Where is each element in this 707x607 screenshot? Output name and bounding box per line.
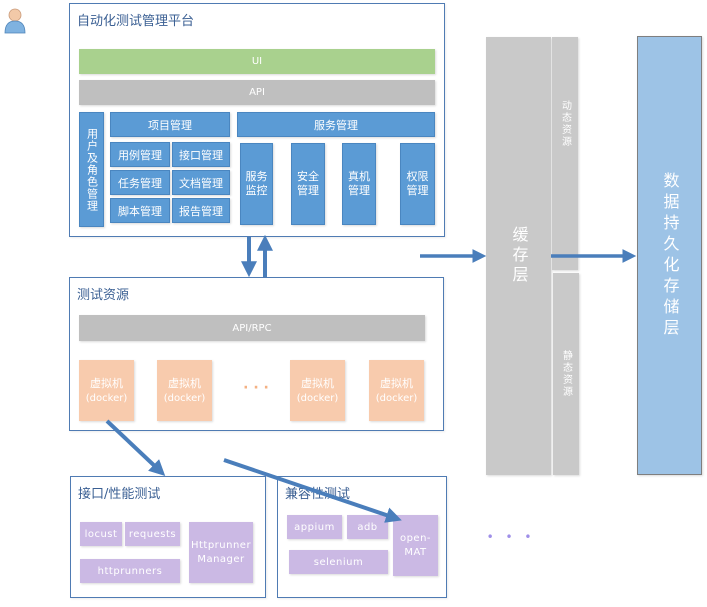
vm-label: 虚拟机: [90, 376, 123, 390]
tool-selenium: selenium: [289, 550, 388, 574]
resources-title: 测试资源: [77, 288, 130, 303]
static-resources-label: 静态资源: [560, 350, 572, 398]
script-management: 脚本管理: [110, 198, 170, 223]
vm-label: 虚拟机: [301, 376, 334, 390]
dynamic-resources: 动态资源: [552, 37, 578, 270]
tool-requests: requests: [125, 522, 180, 546]
vm-docker-4: 虚拟机 (docker): [369, 360, 424, 421]
ui-layer: UI: [79, 49, 435, 74]
tool-locust: locust: [80, 522, 122, 546]
tool-open-mat: open-MAT: [393, 515, 438, 576]
more-ellipsis: • • •: [486, 530, 536, 544]
vm-docker-1: 虚拟机 (docker): [79, 360, 134, 421]
security-management: 安全管理: [291, 143, 325, 225]
perf-test-title: 接口/性能测试: [78, 487, 161, 502]
vm-ellipsis: · · ·: [243, 380, 269, 396]
service-management: 服务管理: [237, 112, 435, 137]
persistence-layer-label: 数据持久化存储层: [660, 171, 680, 340]
document-management: 文档管理: [172, 170, 230, 195]
platform-title: 自动化测试管理平台: [77, 14, 195, 29]
report-management: 报告管理: [172, 198, 230, 223]
tool-adb: adb: [347, 515, 388, 539]
device-management: 真机管理: [342, 143, 376, 225]
task-management: 任务管理: [110, 170, 170, 195]
service-monitor-label: 服务监控: [245, 170, 268, 197]
cache-layer: 缓存层: [486, 37, 551, 475]
tool-appium: appium: [287, 515, 342, 539]
api-rpc-layer: API/RPC: [79, 315, 425, 341]
vm-docker-3: 虚拟机 (docker): [290, 360, 345, 421]
cache-layer-label: 缓存层: [509, 226, 529, 286]
vm-sub-label: (docker): [296, 392, 339, 404]
dynamic-resources-label: 动态资源: [559, 99, 571, 148]
vm-label: 虚拟机: [380, 376, 413, 390]
user-icon: [4, 8, 26, 34]
vm-docker-2: 虚拟机 (docker): [157, 360, 212, 421]
permission-management-label: 权限管理: [406, 170, 429, 197]
device-management-label: 真机管理: [348, 170, 370, 197]
service-monitor: 服务监控: [240, 143, 273, 225]
security-management-label: 安全管理: [297, 170, 319, 197]
compat-test-title: 兼容性测试: [285, 487, 351, 502]
user-role-management: 用户及角色管理: [79, 112, 104, 227]
project-management: 项目管理: [110, 112, 230, 137]
permission-management: 权限管理: [400, 143, 435, 225]
persistence-layer: 数据持久化存储层: [637, 36, 702, 475]
vm-label: 虚拟机: [168, 376, 201, 390]
interface-management: 接口管理: [172, 142, 230, 167]
case-management: 用例管理: [110, 142, 170, 167]
static-resources: 静态资源: [553, 273, 579, 475]
vm-sub-label: (docker): [85, 392, 128, 404]
vm-sub-label: (docker): [375, 392, 418, 404]
api-layer: API: [79, 80, 435, 105]
vm-sub-label: (docker): [163, 392, 206, 404]
tool-httprunners: httprunners: [80, 559, 180, 583]
tool-httprunner-manager: Httprunner Manager: [189, 522, 253, 583]
